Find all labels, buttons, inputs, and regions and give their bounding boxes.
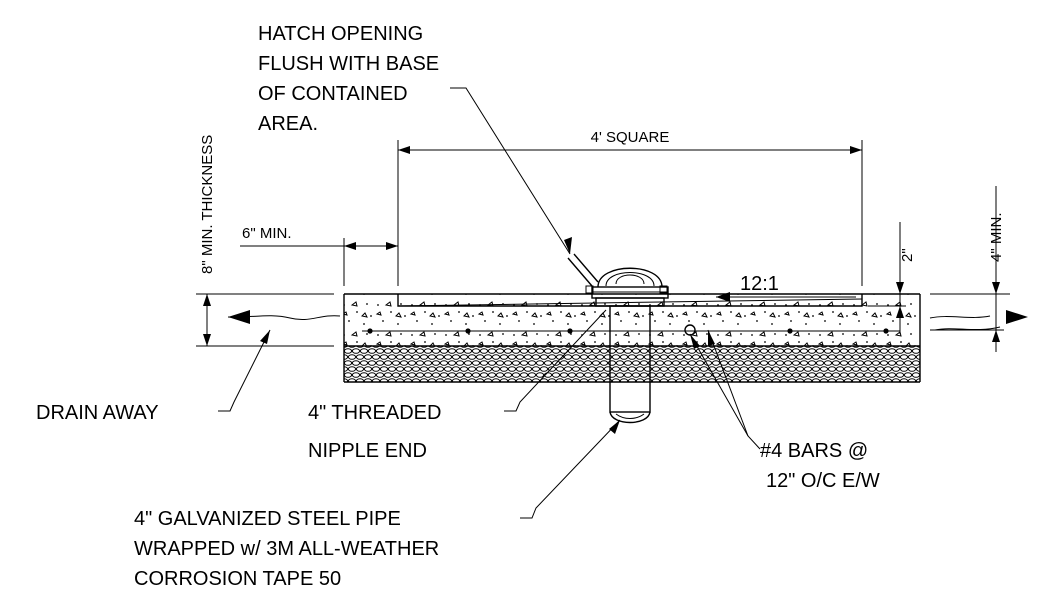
two-inch-label: 2" bbox=[899, 248, 916, 262]
six-min-label: 6" MIN. bbox=[242, 225, 292, 242]
six-min-dimension: 6" MIN. bbox=[240, 225, 398, 286]
pipe-line-2: WRAPPED w/ 3M ALL-WEATHER bbox=[134, 538, 439, 560]
pipe-line-1: 4" GALVANIZED STEEL PIPE bbox=[134, 508, 401, 530]
gravel-base bbox=[344, 346, 920, 382]
square-dimension: 4' SQUARE bbox=[397, 129, 863, 286]
slab-section bbox=[343, 293, 921, 383]
nipple-note: 4" THREADED NIPPLE END bbox=[308, 402, 441, 462]
bars-note: #4 BARS @ 12" O/C E/W bbox=[760, 440, 880, 492]
drain-pipe-assembly bbox=[567, 253, 669, 424]
hatch-handle bbox=[567, 257, 593, 287]
concrete-slab bbox=[344, 294, 920, 346]
nipple-line-1: 4" THREADED bbox=[308, 402, 441, 424]
four-min-label: 4" MIN. bbox=[988, 213, 1005, 263]
hatch-note: HATCH OPENING FLUSH WITH BASE OF CONTAIN… bbox=[258, 23, 439, 135]
bars-line-2: 12" O/C E/W bbox=[766, 470, 880, 492]
pipe-note: 4" GALVANIZED STEEL PIPE WRAPPED w/ 3M A… bbox=[134, 508, 439, 590]
hatch-line-1: HATCH OPENING bbox=[258, 23, 423, 45]
drain-away-arrows bbox=[228, 310, 1028, 324]
nipple-line-2: NIPPLE END bbox=[308, 440, 427, 462]
hatch-line-2: FLUSH WITH BASE bbox=[258, 53, 439, 75]
pipe-line-3: CORROSION TAPE 50 bbox=[134, 568, 341, 590]
four-min-dimension: 4" MIN. bbox=[930, 186, 1005, 352]
hatch-line-4: AREA. bbox=[258, 113, 318, 135]
drain-away-label: DRAIN AWAY bbox=[36, 402, 159, 424]
thickness-label: 8" MIN. THICKNESS bbox=[199, 135, 216, 274]
slope-indicator: 12:1 bbox=[716, 273, 856, 302]
hatch-dome bbox=[597, 267, 663, 288]
square-label: 4' SQUARE bbox=[591, 129, 670, 146]
bars-line-1: #4 BARS @ bbox=[760, 440, 868, 462]
thickness-dimension: 8" MIN. THICKNESS bbox=[199, 135, 216, 346]
slope-label: 12:1 bbox=[740, 273, 779, 295]
hatch-line-3: OF CONTAINED bbox=[258, 83, 408, 105]
two-inch-dimension: 2" bbox=[868, 222, 916, 334]
leader-lines bbox=[218, 87, 761, 519]
